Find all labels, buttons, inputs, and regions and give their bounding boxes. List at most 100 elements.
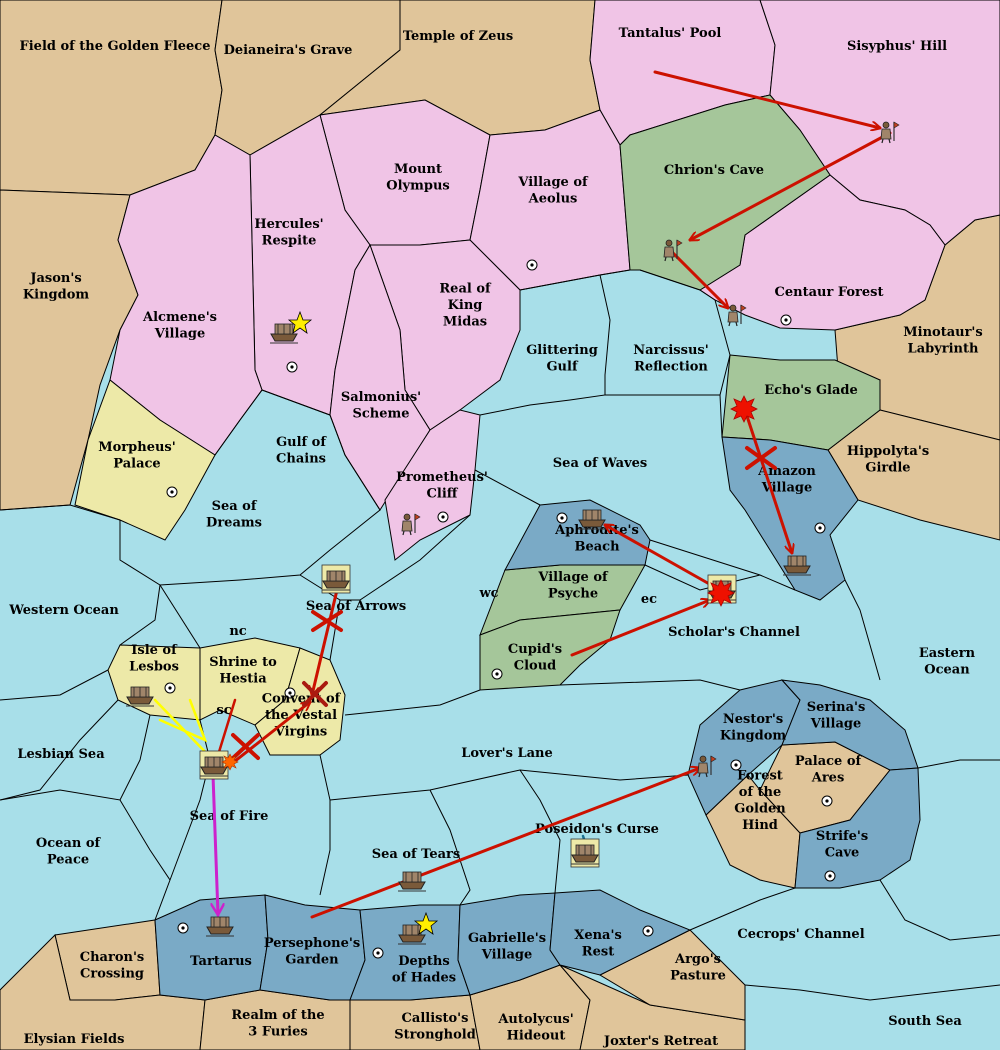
territory-label-poseidon: Poseidon's Curse xyxy=(535,822,659,837)
territory-label-western: Western Ocean xyxy=(8,603,119,618)
supply-dot xyxy=(642,925,654,937)
territory-label-lesbian: Lesbian Sea xyxy=(17,747,105,762)
territory-label-tantalus: Tantalus' Pool xyxy=(619,26,722,41)
region-golden-fleece[interactable] xyxy=(0,0,223,196)
territory-label-prometheus: Prometheus'Cliff xyxy=(396,470,488,502)
army-icon[interactable] xyxy=(880,121,900,144)
territory-label-sea-arrows: Sea of Arrows xyxy=(306,599,406,614)
region-joxter[interactable] xyxy=(559,964,746,1050)
fleet-icon[interactable] xyxy=(199,750,229,780)
region-morpheus[interactable] xyxy=(74,379,216,541)
territory-label-centaur: Centaur Forest xyxy=(775,285,884,300)
territory-label-sisyphus: Sisyphus' Hill xyxy=(847,39,947,54)
cross-mark xyxy=(302,681,328,707)
region-hades[interactable] xyxy=(349,904,471,1001)
army-icon[interactable] xyxy=(401,513,421,536)
fleet-icon[interactable] xyxy=(126,686,154,707)
cross-mark xyxy=(311,610,343,632)
fleet-icon[interactable] xyxy=(398,924,426,945)
territory-label-tartarus: Tartarus xyxy=(190,954,252,969)
fleet-icon[interactable] xyxy=(398,871,426,892)
coast-label-ec: ec xyxy=(641,592,657,607)
fleet-icon[interactable] xyxy=(206,916,234,937)
territory-label-zeus: Temple of Zeus xyxy=(403,29,513,44)
move-arrow xyxy=(742,405,792,553)
fleet-icon[interactable] xyxy=(270,323,298,344)
supply-dot xyxy=(164,682,176,694)
region-aphrodite[interactable] xyxy=(504,499,651,571)
cross-mark xyxy=(745,446,777,470)
supply-dot xyxy=(526,259,538,271)
territory-labels: Field of the Golden Fleece Deianeira's Gr… xyxy=(8,26,983,1049)
army-icon[interactable] xyxy=(727,304,747,327)
territory-label-hercules: Hercules'Respite xyxy=(254,217,323,249)
territory-label-south-sea: South Sea xyxy=(888,1014,962,1029)
fleet-icon[interactable] xyxy=(570,838,600,868)
supply-centers xyxy=(164,259,836,959)
yellow-power-regions xyxy=(74,379,346,756)
army-icon[interactable] xyxy=(697,755,717,778)
territory-label-elysian: Elysian Fields xyxy=(24,1032,125,1047)
fleet-icon[interactable] xyxy=(783,555,811,576)
territory-label-sea-tears: Sea of Tears xyxy=(372,847,460,862)
blue-power-regions xyxy=(154,436,921,1001)
move-arrow xyxy=(690,131,892,240)
region-strife[interactable] xyxy=(794,767,921,889)
supply-dot xyxy=(491,668,503,680)
fleet-icon[interactable] xyxy=(578,509,606,530)
move-arrow xyxy=(312,588,339,695)
territory-label-chiron: Chrion's Cave xyxy=(664,163,764,178)
territory-label-cecrops: Cecrops' Channel xyxy=(737,927,864,942)
support-arrow xyxy=(158,698,208,743)
supply-dot xyxy=(372,947,384,959)
move-arrow xyxy=(570,600,710,657)
markers xyxy=(221,310,758,935)
failed-orders xyxy=(231,446,777,760)
supply-dot xyxy=(177,922,189,934)
supply-dot xyxy=(284,687,296,699)
retreat-arrow xyxy=(213,773,218,915)
move-arrow xyxy=(605,525,722,592)
supply-dot xyxy=(821,795,833,807)
territory-label-echo: Echo's Glade xyxy=(764,383,858,398)
region-amazon[interactable] xyxy=(721,436,859,601)
supply-dot xyxy=(780,314,792,326)
region-cupid[interactable] xyxy=(479,609,621,691)
territory-label-golden-fleece: Field of the Golden Fleece xyxy=(20,39,211,54)
cross-mark xyxy=(231,733,260,760)
army-icon[interactable] xyxy=(663,239,683,262)
move-arrow xyxy=(670,250,728,308)
move-arrow xyxy=(310,768,700,919)
region-xena[interactable] xyxy=(549,889,692,976)
supply-dot xyxy=(824,870,836,882)
fleet-icon[interactable] xyxy=(321,564,351,594)
supply-dot xyxy=(166,486,178,498)
territory-label-sea-waves: Sea of Waves xyxy=(553,456,647,471)
territory-label-deianeira: Deianeira's Grave xyxy=(224,43,353,58)
territory-label-salmonius: Salmonius'Scheme xyxy=(341,390,421,422)
pink-power-regions xyxy=(109,0,1000,561)
coast-label-sc: sc xyxy=(216,703,231,718)
